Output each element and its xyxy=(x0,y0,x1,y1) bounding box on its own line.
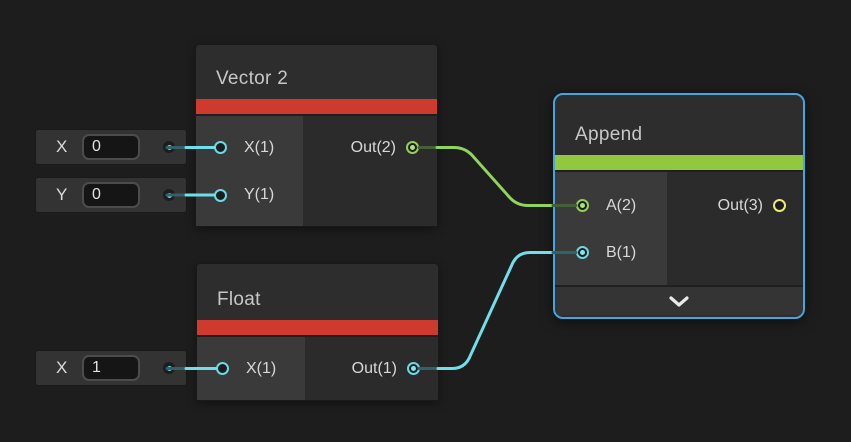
x-value-input[interactable] xyxy=(82,134,140,160)
node-append[interactable]: Append A(2) B(1) Out(3) xyxy=(553,93,805,319)
input-port-x-icon[interactable] xyxy=(216,362,229,375)
node-float[interactable]: Float X(1) Out(1) xyxy=(197,264,438,400)
inline-field-x1: X xyxy=(36,351,186,385)
divider xyxy=(196,114,437,116)
input-port-b-icon[interactable] xyxy=(576,246,589,259)
node-title: Append xyxy=(575,124,643,145)
port-label: Y(1) xyxy=(244,186,275,203)
node-title: Vector 2 xyxy=(216,68,289,89)
field-connector-dot[interactable] xyxy=(163,141,175,153)
port-label: B(1) xyxy=(606,243,637,261)
node-type-color-bar xyxy=(196,99,437,114)
port-label: A(2) xyxy=(606,196,637,214)
node-footer xyxy=(555,285,803,315)
node-type-color-bar xyxy=(197,320,438,335)
port-label: Out(2) xyxy=(350,138,396,156)
inline-field-x0: X xyxy=(36,130,186,164)
node-header[interactable]: Vector 2 xyxy=(196,45,437,99)
field-connector-dot[interactable] xyxy=(163,362,175,374)
output-port-icon[interactable] xyxy=(773,199,786,212)
node-vector2[interactable]: Vector 2 X(1) Y(1) Out(2) xyxy=(196,45,437,226)
input-port-a-icon[interactable] xyxy=(576,199,589,212)
output-port-icon[interactable] xyxy=(406,141,419,154)
output-port-icon[interactable] xyxy=(407,362,420,375)
input-port-x-icon[interactable] xyxy=(214,141,227,154)
port-label: Out(3) xyxy=(717,196,763,214)
node-title: Float xyxy=(217,289,261,310)
field-label: Y xyxy=(56,185,68,204)
port-label: X(1) xyxy=(244,138,275,156)
port-label: Out(1) xyxy=(351,359,397,377)
field-label: X xyxy=(56,137,68,156)
node-type-color-bar xyxy=(555,155,803,170)
y-value-input[interactable] xyxy=(82,182,140,208)
input-ports-panel xyxy=(555,172,667,285)
node-header[interactable]: Append xyxy=(555,95,803,155)
x-value-input[interactable] xyxy=(82,355,140,381)
input-ports-panel xyxy=(196,116,303,226)
chevron-down-icon[interactable] xyxy=(659,287,699,315)
field-label: X xyxy=(56,358,68,377)
divider xyxy=(555,170,803,172)
node-header[interactable]: Float xyxy=(197,264,438,320)
divider xyxy=(197,335,438,337)
port-label: X(1) xyxy=(246,359,277,377)
inline-field-y0: Y xyxy=(36,178,186,212)
field-connector-dot[interactable] xyxy=(163,189,175,201)
input-port-y-icon[interactable] xyxy=(214,188,227,202)
